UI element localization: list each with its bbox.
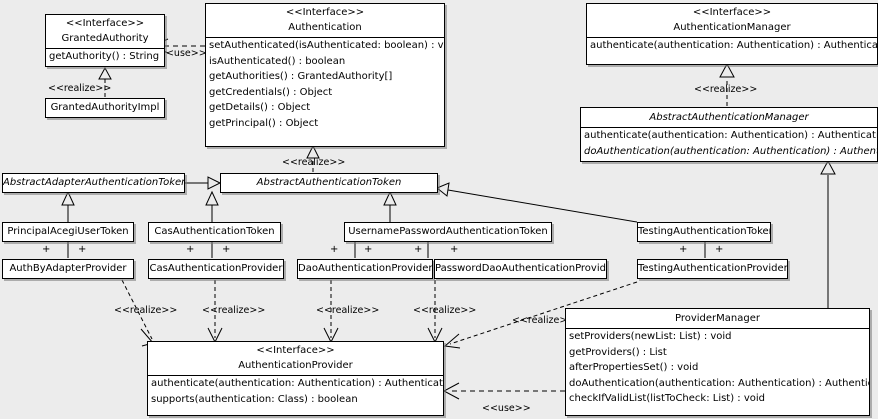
assoc-plus-mark: + — [78, 244, 87, 255]
rel-label-manager-realize: <<realize>> — [694, 84, 758, 95]
class-header: <<Interface>> GrantedAuthority — [46, 15, 164, 48]
class-name: GrantedAuthority — [61, 33, 149, 44]
class-box-cas-authentication-provider[interactable]: CasAuthenticationProvider — [148, 259, 284, 279]
method-compartment: authenticate(authentication: Authenticat… — [587, 38, 877, 54]
assoc-plus-mark: + — [330, 244, 339, 255]
class-name: AbstractAuthenticationManager — [649, 112, 809, 123]
divider — [148, 375, 443, 376]
method-item: doAuthentication(authentication: Authent… — [584, 145, 878, 157]
class-box-authentication-provider[interactable]: <<Interface>> AuthenticationProvider aut… — [147, 341, 444, 416]
divider — [206, 37, 444, 38]
rel-label-authentication-use: <<use>> — [158, 48, 207, 59]
method-item: getAuthorities() : GrantedAuthority[] — [209, 71, 393, 82]
class-box-granted-authority[interactable]: <<Interface>> GrantedAuthority getAuthor… — [45, 14, 165, 67]
class-box-provider-manager[interactable]: ProviderManager setProviders(newList: Li… — [565, 308, 870, 416]
class-box-auth-by-adapter-provider[interactable]: AuthByAdapterProvider — [2, 259, 134, 279]
assoc-plus-mark: + — [222, 244, 231, 255]
divider — [566, 328, 869, 329]
class-box-abstract-authentication-manager[interactable]: AbstractAuthenticationManager authentica… — [580, 107, 878, 162]
method-compartment: setProviders(newList: List) : void getPr… — [566, 329, 869, 407]
divider — [581, 127, 877, 128]
class-box-authentication[interactable]: <<Interface>> Authentication setAuthenti… — [205, 3, 445, 147]
divider — [587, 37, 877, 38]
class-box-abstract-adapter-authentication-token[interactable]: AbstractAdapterAuthenticationToken — [2, 173, 185, 193]
class-name: ProviderManager — [674, 313, 760, 324]
class-box-dao-authentication-provider[interactable]: DaoAuthenticationProvider — [297, 259, 433, 279]
method-item: getCredentials() : Object — [209, 86, 333, 98]
class-name: AuthenticationProvider — [238, 360, 353, 371]
method-item: supports(authentication: Class) : boolea… — [151, 393, 358, 405]
method-item: getAuthority() : String — [49, 51, 160, 62]
method-item: doAuthentication(authentication: Authent… — [569, 377, 870, 389]
class-header: <<Interface>> Authentication — [206, 4, 444, 37]
class-name: AuthenticationManager — [673, 22, 791, 33]
class-box-password-dao-authentication-provider[interactable]: PasswordDaoAuthenticationProvider — [434, 259, 607, 279]
class-box-authentication-manager[interactable]: <<Interface>> AuthenticationManager auth… — [586, 3, 878, 65]
class-name: Authentication — [288, 22, 362, 33]
rel-label-passworddao-realize: <<realize>> — [413, 305, 477, 316]
assoc-plus-mark: + — [364, 244, 373, 255]
class-header: <<Interface>> AuthenticationProvider — [148, 342, 443, 375]
rel-label-testing-realize: <<realize>> — [512, 315, 576, 326]
method-item: setAuthenticated(isAuthenticated: boolea… — [209, 40, 445, 51]
assoc-plus-mark: + — [679, 244, 688, 255]
rel-label-dao-realize: <<realize>> — [316, 305, 380, 316]
method-compartment: setAuthenticated(isAuthenticated: boolea… — [206, 38, 444, 131]
assoc-plus-mark: + — [715, 244, 724, 255]
method-compartment: authenticate(authentication: Authenticat… — [148, 376, 443, 407]
class-header: <<Interface>> AuthenticationManager — [587, 4, 877, 37]
assoc-plus-mark: + — [414, 244, 423, 255]
stereotype-label: <<Interface>> — [256, 345, 335, 356]
method-item: getDetails() : Object — [209, 102, 311, 113]
class-box-testing-authentication-provider[interactable]: TestingAuthenticationProvider — [637, 259, 788, 279]
stereotype-label: <<Interface>> — [692, 7, 772, 18]
method-compartment: getAuthority() : String — [46, 49, 164, 65]
class-box-testing-authentication-token[interactable]: TestingAuthenticationToken — [637, 222, 771, 242]
assoc-plus-mark: + — [450, 244, 459, 255]
class-header: AbstractAuthenticationManager — [581, 108, 877, 127]
method-item: authenticate(authentication: Authenticat… — [590, 40, 878, 51]
method-item: getProviders() : List — [569, 346, 667, 358]
class-box-username-password-authentication-token[interactable]: UsernamePasswordAuthenticationToken — [344, 222, 552, 242]
assoc-plus-mark: + — [42, 244, 51, 255]
rel-label-providermanager-use: <<use>> — [482, 403, 531, 414]
stereotype-label: <<Interface>> — [285, 7, 365, 18]
method-item: checkIfValidList(listToCheck: List) : vo… — [569, 393, 766, 404]
rel-label-authbyadapter-realize: <<realize>> — [114, 305, 178, 316]
class-box-principal-acegi-user-token[interactable]: PrincipalAcegiUserToken — [2, 222, 134, 242]
method-item: authenticate(authentication: Authenticat… — [584, 130, 878, 141]
divider — [46, 48, 164, 49]
rel-label-token-realize: <<realize>> — [282, 157, 346, 168]
class-box-cas-authentication-token[interactable]: CasAuthenticationToken — [148, 222, 281, 242]
class-box-abstract-authentication-token[interactable]: AbstractAuthenticationToken — [220, 173, 438, 193]
rel-label-granted-authority-realize: <<realize>> — [48, 83, 112, 94]
class-header: ProviderManager — [566, 309, 869, 328]
method-item: getPrincipal() : Object — [209, 117, 319, 129]
rel-label-cas-realize: <<realize>> — [202, 305, 266, 316]
method-item: authenticate(authentication: Authenticat… — [151, 378, 444, 389]
method-item: setProviders(newList: List) : void — [569, 331, 732, 342]
method-compartment: authenticate(authentication: Authenticat… — [581, 128, 877, 159]
class-box-granted-authority-impl[interactable]: GrantedAuthorityImpl — [45, 98, 165, 118]
method-item: isAuthenticated() : boolean — [209, 55, 346, 67]
stereotype-label: <<Interface>> — [65, 18, 145, 29]
method-item: afterPropertiesSet() : void — [569, 362, 699, 373]
assoc-plus-mark: + — [186, 244, 195, 255]
